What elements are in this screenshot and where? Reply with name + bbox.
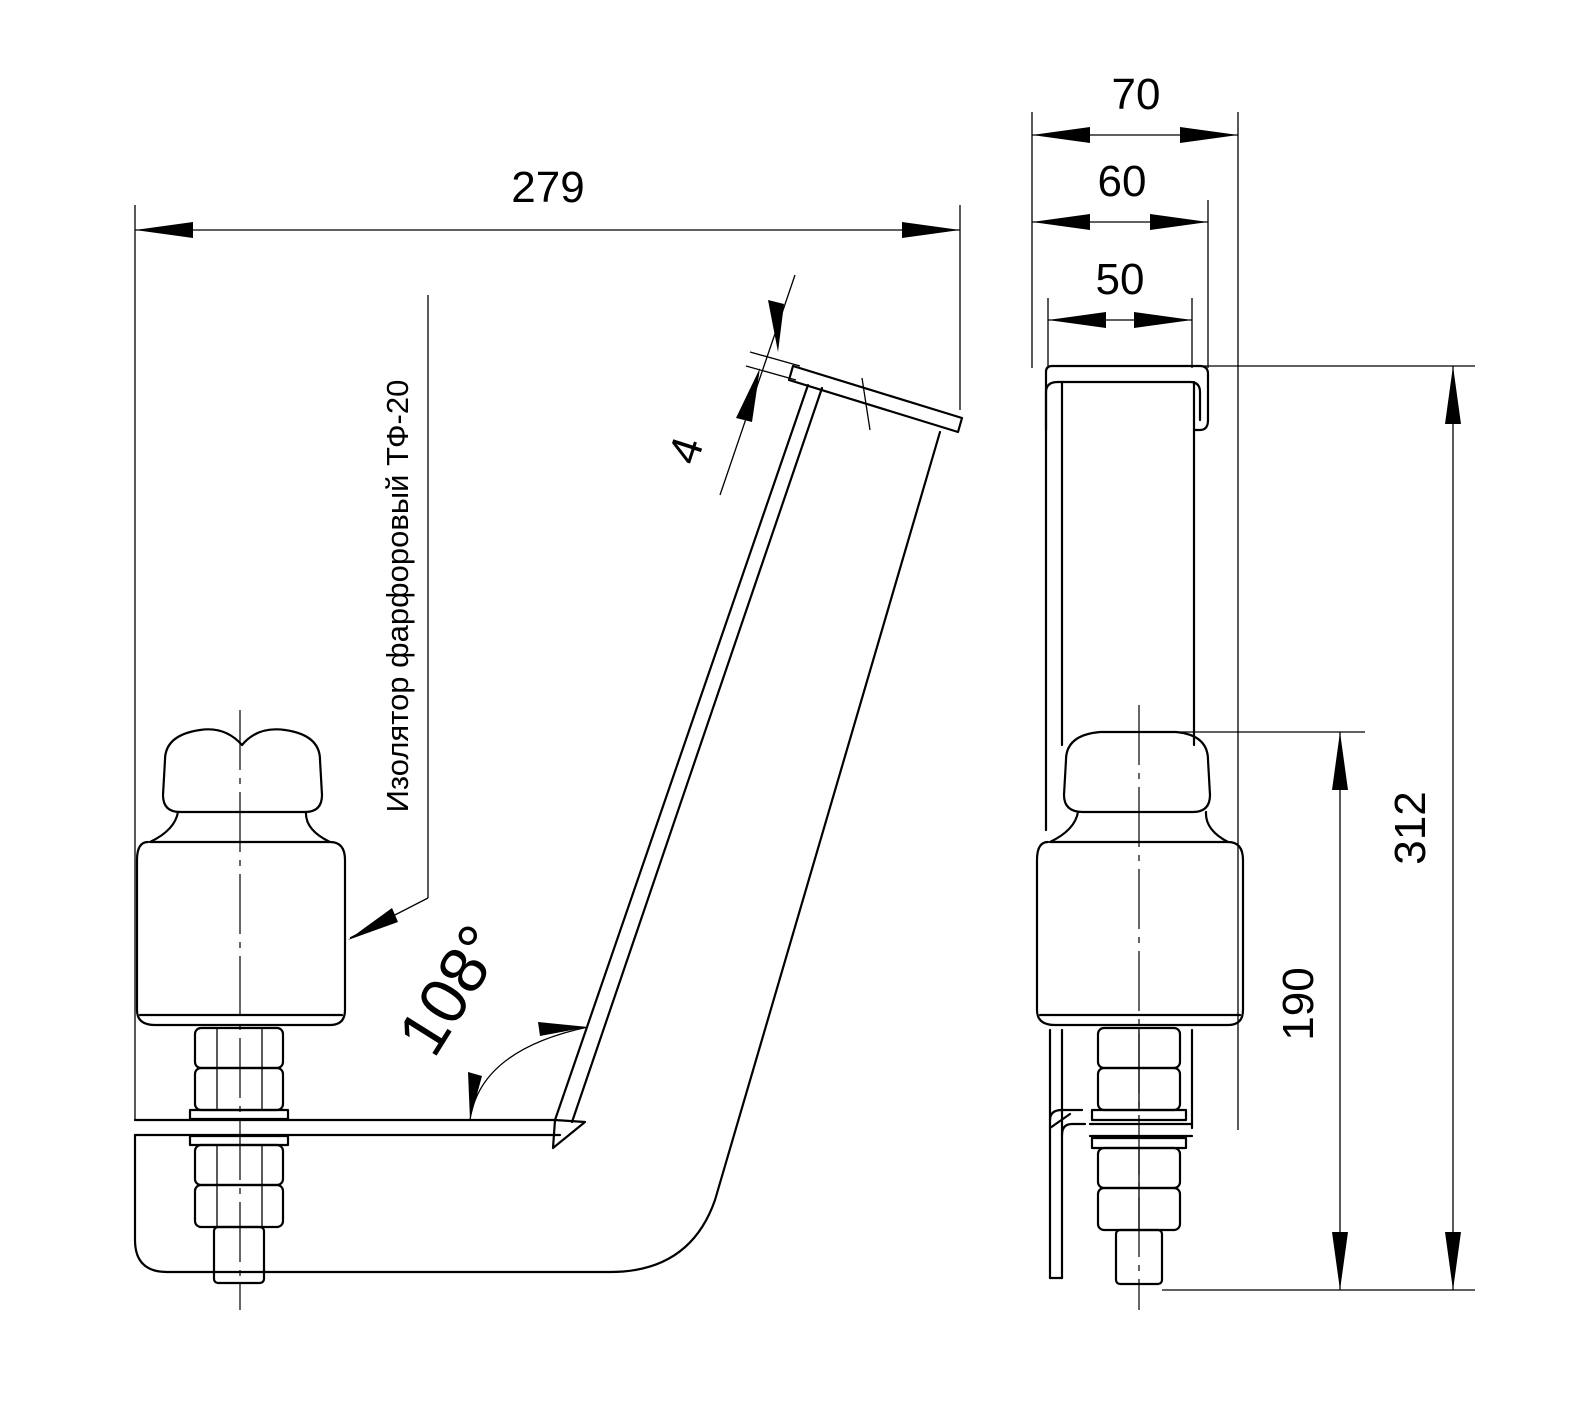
front-view: 70 60 50	[1031, 70, 1475, 1310]
bracket-front	[1044, 364, 1210, 1280]
insulator-front	[1035, 730, 1245, 1027]
dimension-height-312: 312	[1386, 366, 1461, 1290]
nuts-side	[188, 1026, 290, 1285]
side-view: 279 4	[133, 163, 964, 1310]
dimension-60-label: 60	[1098, 157, 1147, 206]
dimension-190-label: 190	[1274, 967, 1323, 1040]
dimension-width-70: 70	[1032, 70, 1238, 143]
dimension-height-190: 190	[1274, 732, 1348, 1290]
insulator-leader: Изолятор фарфоровый ТФ-20	[348, 295, 429, 940]
dimension-width-50: 50	[1048, 255, 1192, 328]
tick-mark	[861, 377, 871, 431]
dimension-4-label: 4	[659, 431, 713, 469]
dimension-70-label: 70	[1112, 70, 1161, 119]
dimension-312-label: 312	[1386, 791, 1435, 864]
angle-108-label: 108°	[383, 912, 518, 1067]
dimension-thickness: 4	[659, 274, 871, 496]
insulator-label: Изолятор фарфоровый ТФ-20	[380, 380, 415, 813]
dimension-width-60: 60	[1032, 157, 1208, 230]
dimension-overall-width: 279	[135, 163, 960, 238]
dimension-279-label: 279	[511, 163, 584, 212]
dimension-angle: 108°	[383, 912, 589, 1121]
insulator-side	[135, 728, 347, 1027]
dimension-50-label: 50	[1096, 255, 1145, 304]
